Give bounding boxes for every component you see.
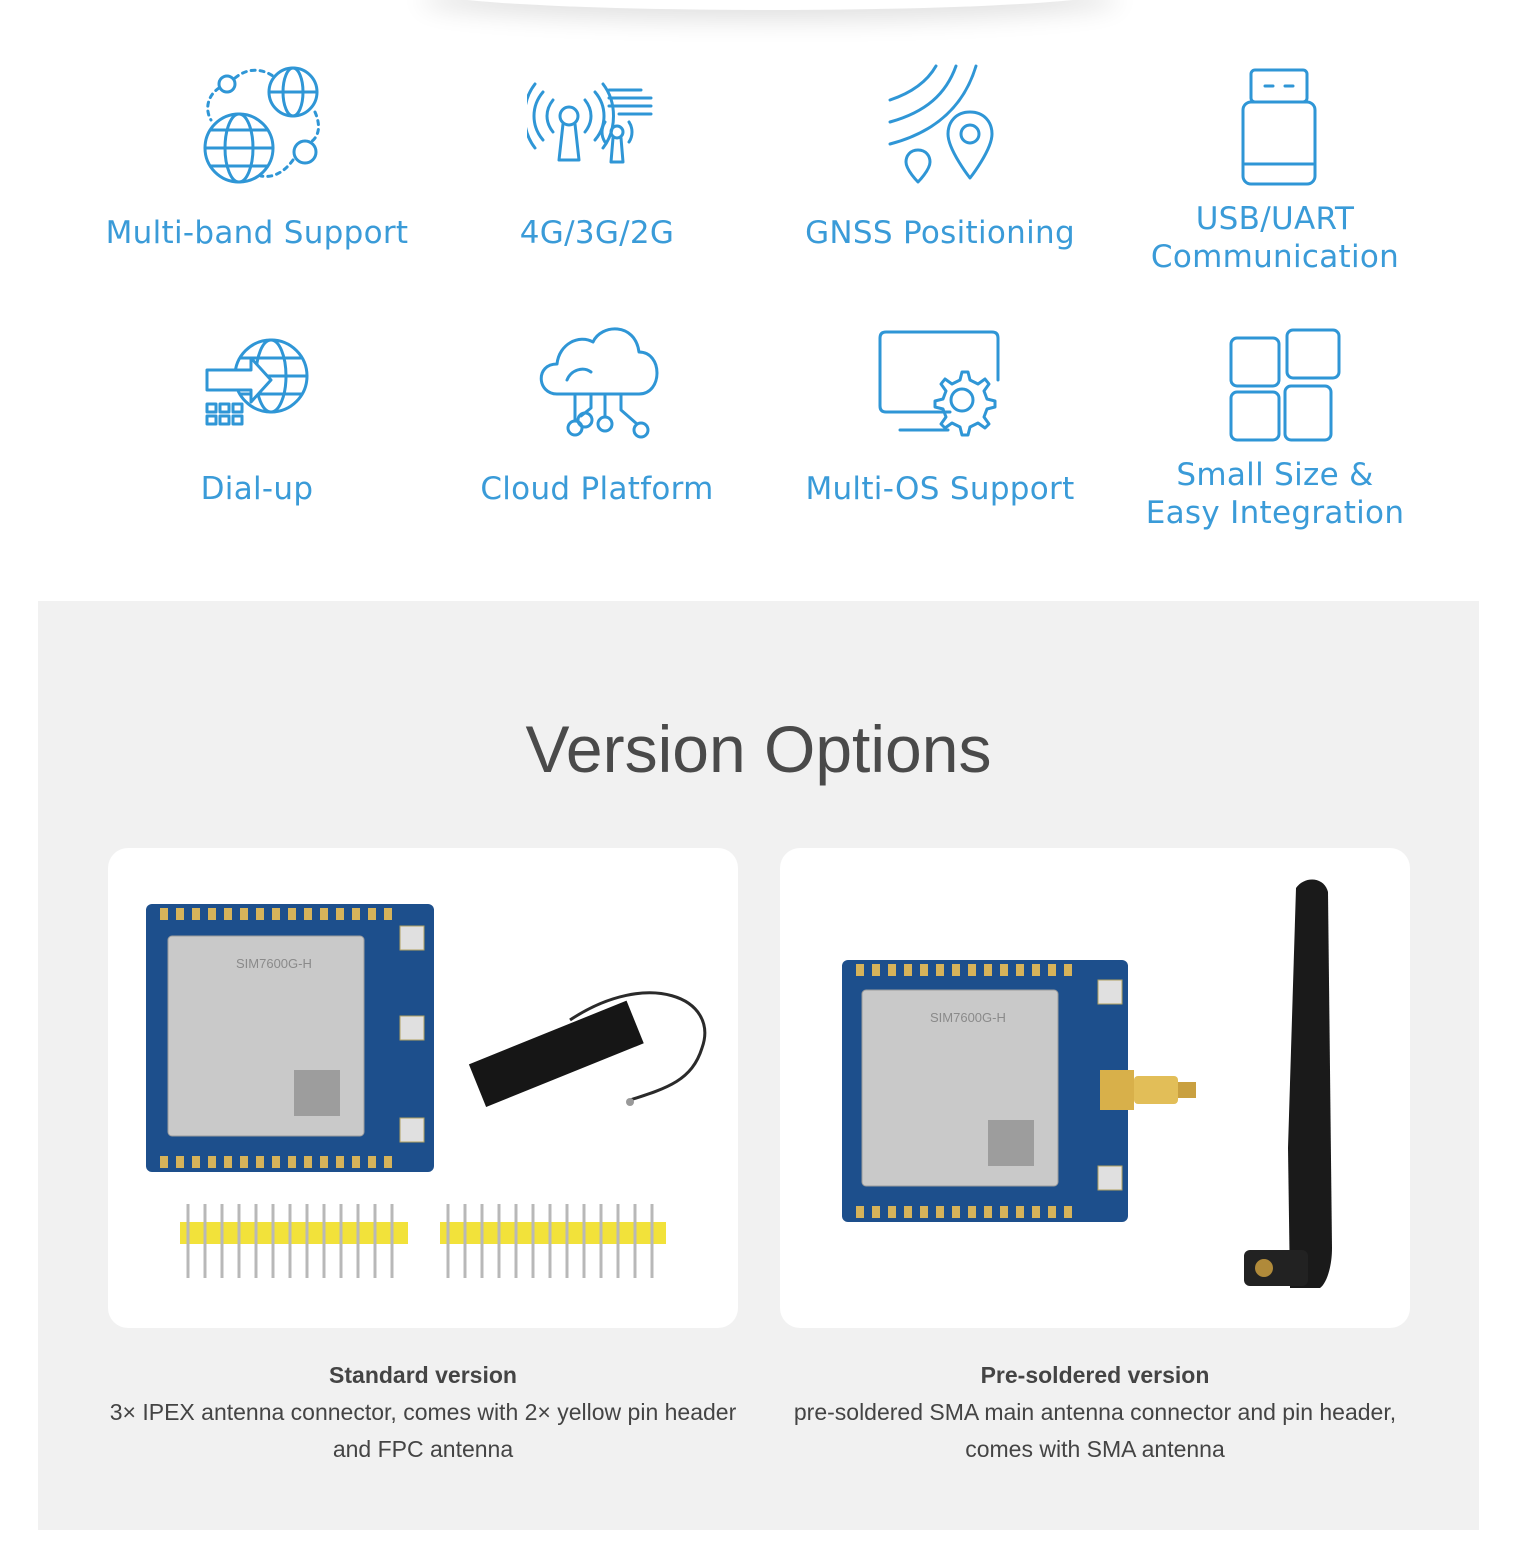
feature-multi-os: Multi-OS Support: [760, 320, 1120, 540]
cloud-icon: [539, 327, 659, 439]
feature-label-line1: Small Size &: [1176, 457, 1374, 493]
version-options-section: Version Options SIM7600G-H: [38, 601, 1479, 1530]
blocks-icon: [1229, 328, 1341, 442]
sma-connector: [1100, 1070, 1196, 1110]
feature-network: 4G/3G/2G: [417, 60, 777, 300]
pre-soldered-version-product: SIM7600G-H: [842, 879, 1332, 1288]
feature-small-size: Small Size & Easy Integration: [1095, 320, 1455, 540]
usb-stick-icon: [1241, 68, 1317, 186]
feature-dial-up: Dial-up: [77, 320, 437, 540]
pin-header-right: [440, 1204, 666, 1278]
version-desc-line1: 3× IPEX antenna connector, comes with 2×…: [109, 1399, 737, 1425]
monitor-gear-icon: [878, 330, 1000, 437]
version-desc-line1: pre-soldered SMA main antenna connector …: [793, 1399, 1397, 1425]
feature-multi-band: Multi-band Support: [77, 60, 437, 300]
top-shadow: [420, 0, 1120, 10]
globe-network-icon: [203, 66, 320, 184]
feature-usb-uart: USB/UART Communication: [1095, 60, 1455, 300]
section-title: Version Options: [525, 712, 992, 786]
version-desc-line2: and FPC antenna: [332, 1436, 514, 1462]
feature-label: Multi-band Support: [105, 215, 409, 251]
pre-soldered-version-caption: Pre-soldered version pre-soldered SMA ma…: [745, 1357, 1445, 1468]
feature-label: Cloud Platform: [480, 471, 714, 507]
pre-soldered-version-image[interactable]: SIM7600G-H: [780, 848, 1410, 1328]
location-pin-icon: [888, 64, 994, 184]
chip-label: SIM7600G-H: [930, 1010, 1006, 1025]
feature-label: GNSS Positioning: [805, 215, 1075, 251]
feature-label-line2: Communication: [1150, 239, 1400, 275]
feature-cloud: Cloud Platform: [417, 320, 777, 540]
feature-label: Multi-OS Support: [805, 471, 1075, 507]
version-name: Pre-soldered version: [980, 1362, 1210, 1388]
qr-code: [294, 1070, 340, 1116]
feature-label-line1: USB/UART: [1195, 201, 1355, 237]
feature-label: Dial-up: [200, 471, 314, 507]
pin-header-left: [180, 1204, 408, 1278]
version-desc-line2: comes with SMA antenna: [965, 1436, 1225, 1462]
dialup-globe-icon: [205, 338, 309, 426]
feature-gnss: GNSS Positioning: [760, 60, 1120, 300]
standard-version-image[interactable]: SIM7600G-H: [108, 848, 738, 1328]
signal-tower-icon: [527, 82, 653, 164]
feature-label-line2: Easy Integration: [1145, 495, 1405, 531]
sma-antenna: [1244, 879, 1332, 1288]
standard-version-caption: Standard version 3× IPEX antenna connect…: [73, 1357, 773, 1468]
standard-version-product: SIM7600G-H: [146, 904, 707, 1278]
fpc-antenna: [468, 1000, 644, 1107]
feature-label: 4G/3G/2G: [519, 215, 675, 251]
qr-code: [988, 1120, 1034, 1166]
version-name: Standard version: [329, 1362, 517, 1388]
chip-label: SIM7600G-H: [236, 956, 312, 971]
